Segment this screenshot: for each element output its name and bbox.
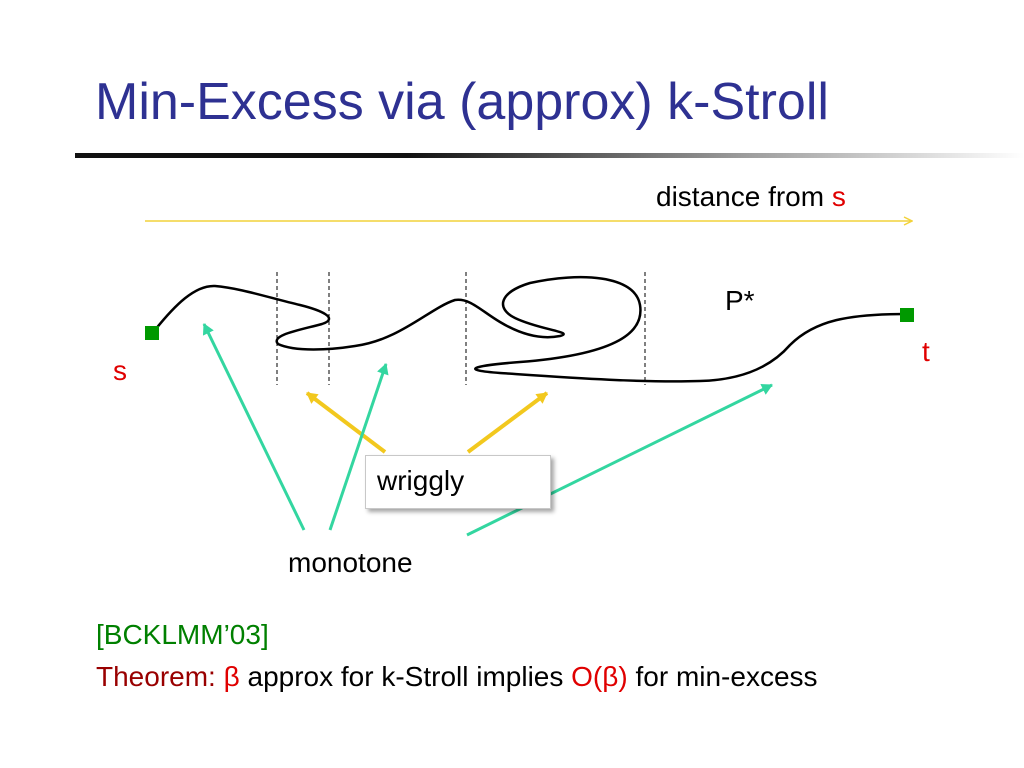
start-point: [145, 326, 159, 340]
wriggly-label: wriggly: [377, 465, 465, 496]
monotone-label: monotone: [288, 547, 413, 578]
citation: [BCKLMM’03]: [96, 619, 269, 650]
slide-title: Min-Excess via (approx) k-Stroll: [95, 73, 829, 131]
monotone-arrow-middle: [328, 363, 389, 531]
theorem-beta: β: [223, 661, 240, 692]
start-label: s: [113, 355, 127, 386]
distance-label-s: s: [831, 181, 846, 212]
distance-label-text: distance from: [656, 181, 832, 212]
title-underline: [75, 153, 1024, 158]
wriggly-arrow-right: [466, 391, 549, 454]
distance-label: distance from s: [656, 181, 846, 213]
theorem-end: for min-excess: [627, 661, 818, 692]
theorem-label: Theorem:: [96, 661, 216, 692]
path-label: P*: [725, 285, 755, 316]
monotone-arrow-left: [202, 323, 306, 531]
end-label: t: [922, 336, 930, 367]
monotone-arrow-right: [466, 383, 773, 537]
path-curve: [153, 275, 907, 383]
theorem-obeta: O(β): [571, 661, 628, 692]
theorem-line: Theorem: β approx for k-Stroll implies O…: [96, 661, 818, 693]
end-point: [900, 308, 914, 322]
wriggly-arrow-left: [305, 391, 387, 454]
theorem-mid: approx for k-Stroll implies: [239, 661, 572, 692]
wriggly-callout: wriggly: [365, 455, 551, 509]
